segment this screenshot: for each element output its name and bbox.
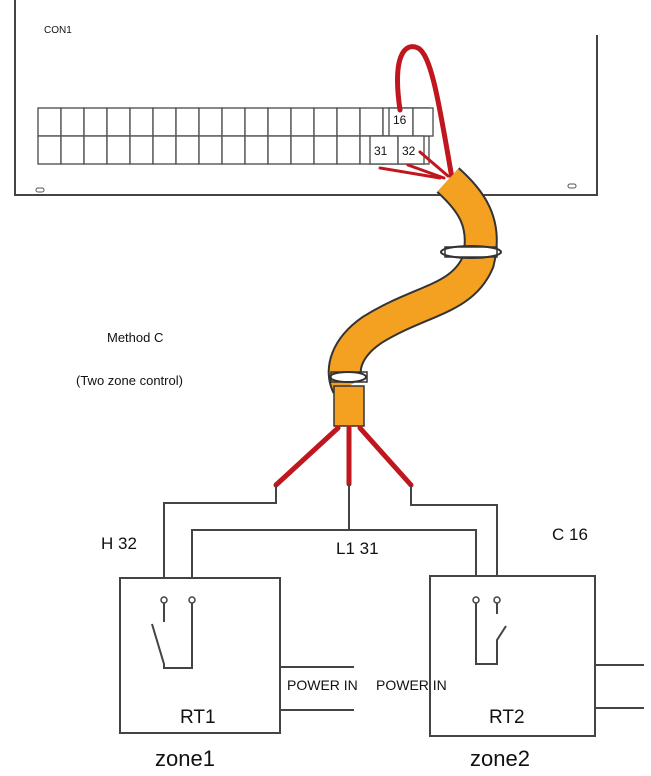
controller-red-leads — [378, 44, 455, 181]
terminal-cell — [198, 107, 223, 137]
terminal-cell — [37, 107, 62, 137]
power-in-label-left: POWER IN — [287, 677, 358, 693]
terminal-cell — [313, 135, 338, 165]
controller-label: CON1 — [44, 25, 72, 36]
terminal-cell — [175, 107, 200, 137]
terminal-cell — [60, 135, 85, 165]
terminal-cell — [129, 107, 154, 137]
cable-clip-lower — [329, 371, 367, 383]
cable-clip-upper — [440, 245, 502, 259]
terminal-cell — [221, 107, 246, 137]
rt2-terminal-2 — [493, 596, 501, 604]
terminal-cell — [152, 107, 177, 137]
terminal-cell — [106, 107, 131, 137]
mount-hole-left — [35, 187, 45, 193]
terminal-32-label: 32 — [402, 144, 416, 158]
red-lead-loop — [395, 44, 455, 181]
terminal-cell — [313, 107, 338, 137]
controller-enclosure — [14, 0, 598, 196]
zone2-label: zone2 — [470, 746, 530, 771]
terminal-cell — [129, 135, 154, 165]
method-subtitle: (Two zone control) — [76, 373, 183, 388]
terminal-cell — [198, 135, 223, 165]
label-c16: C 16 — [552, 525, 588, 544]
terminal-cell — [336, 107, 361, 137]
sheathed-cable — [327, 167, 502, 427]
terminal-cell — [83, 107, 108, 137]
terminal-block — [37, 107, 434, 165]
terminal-cell — [267, 135, 292, 165]
rt1-terminal-1 — [160, 596, 168, 604]
cable-sheath — [329, 168, 496, 393]
terminal-cell — [221, 135, 246, 165]
controller-unit: CON1 16 31 32 — [14, 0, 598, 196]
red-lead-16 — [406, 163, 446, 180]
rt2-terminal-1 — [472, 596, 480, 604]
terminal-cell — [175, 135, 200, 165]
terminal-cell — [267, 107, 292, 137]
zone1-label: zone1 — [155, 746, 215, 771]
wire-c16 — [410, 485, 498, 600]
rt1-switch — [151, 603, 193, 669]
terminal-cell — [83, 135, 108, 165]
field-wiring — [163, 484, 498, 600]
terminal-31 — [369, 135, 399, 165]
terminal-cell — [290, 107, 315, 137]
thermostat-rt2: RT2 — [429, 575, 596, 737]
rt1-terminal-2 — [188, 596, 196, 604]
power-in-label-right: POWER IN — [376, 677, 447, 693]
terminal-32 — [397, 135, 425, 165]
terminal-cell — [37, 135, 62, 165]
red-lead-31 — [378, 166, 442, 180]
red-lead-32 — [418, 150, 450, 178]
terminal-cell — [244, 107, 269, 137]
wire-h32 — [163, 485, 277, 600]
terminal-cell — [290, 135, 315, 165]
terminal-cell — [106, 135, 131, 165]
terminal-16-label: 16 — [393, 113, 407, 127]
terminal-31-label: 31 — [374, 144, 388, 158]
terminal-cell — [244, 135, 269, 165]
label-h32: H 32 — [101, 534, 137, 553]
label-l1-31: L1 31 — [336, 539, 379, 558]
thermostat-rt1: RT1 — [119, 577, 281, 734]
terminal-cell — [336, 135, 361, 165]
wire-l1-to-rt1 — [191, 484, 350, 600]
terminal-spare — [412, 107, 434, 137]
terminal-cell — [60, 107, 85, 137]
rt1-housing — [119, 577, 281, 734]
method-title: Method C — [107, 330, 163, 345]
rt1-name: RT1 — [180, 707, 216, 728]
rt2-housing — [429, 575, 596, 737]
fanout-wires — [273, 425, 414, 488]
red-wire-left — [273, 425, 341, 488]
red-wire-right — [357, 425, 414, 488]
terminal-cell — [359, 107, 384, 137]
mount-hole-right — [567, 183, 577, 189]
terminal-cell — [152, 135, 177, 165]
cable-end — [333, 385, 365, 427]
rt2-name: RT2 — [489, 707, 525, 728]
rt2-switch — [475, 603, 507, 665]
